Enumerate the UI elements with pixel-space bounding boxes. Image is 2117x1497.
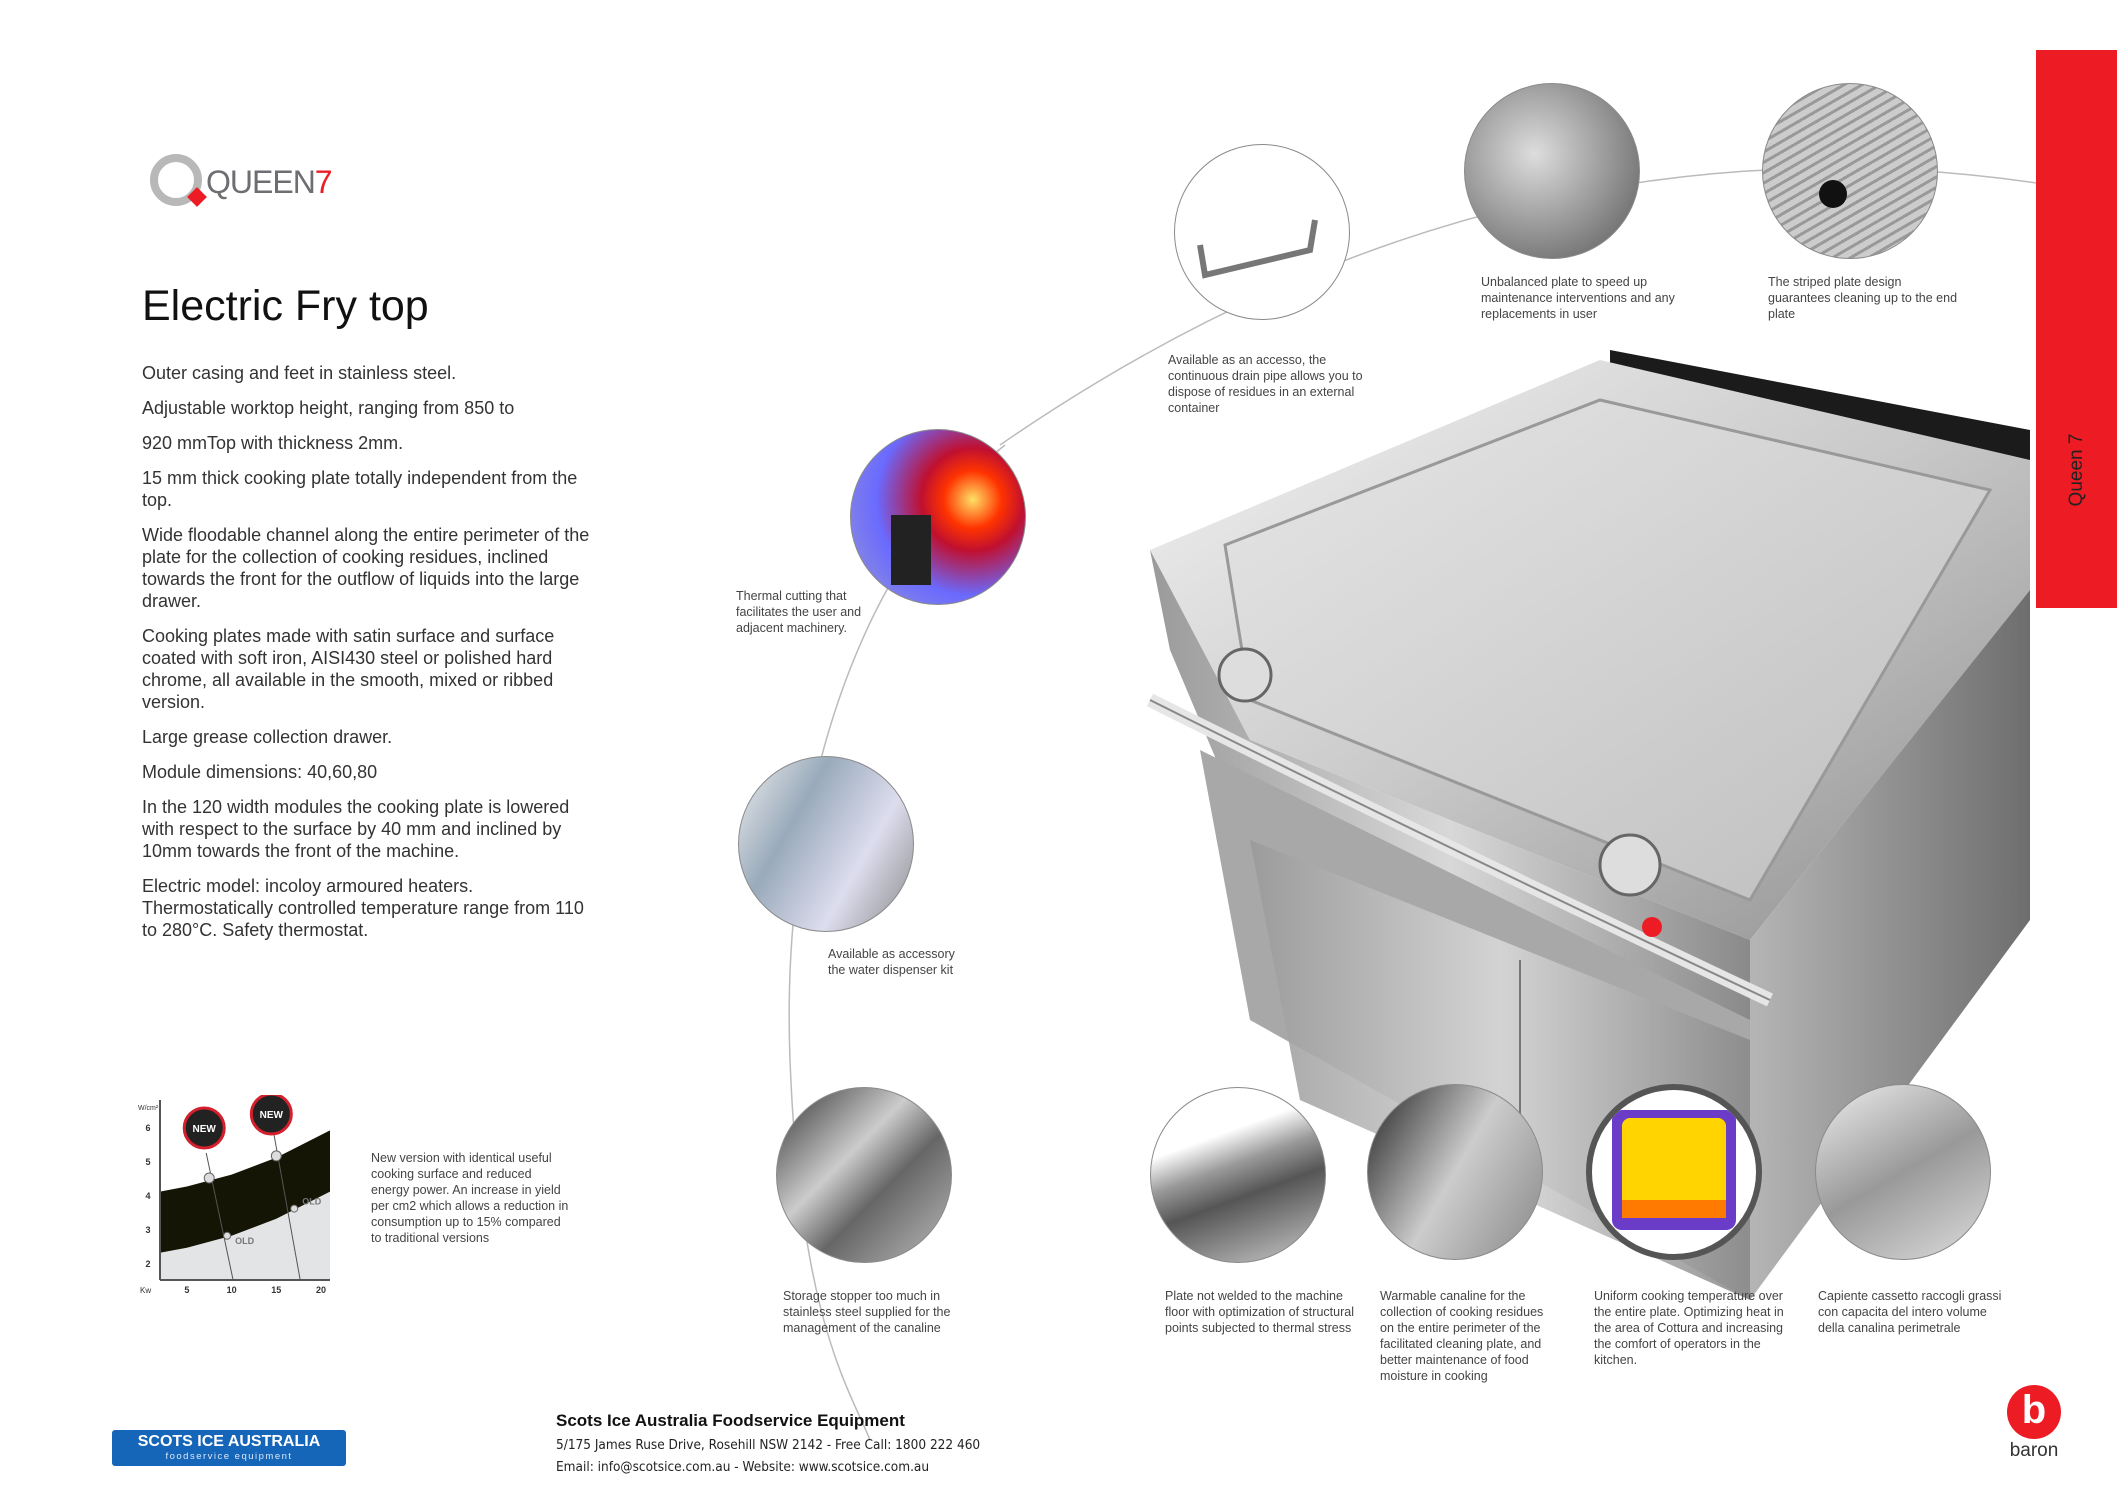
caption-storage-stopper: Storage stopper too much in stainless st… — [783, 1289, 951, 1335]
chart-note: New version with identical useful cookin… — [371, 1151, 569, 1245]
x-axis-label: Kw — [140, 1286, 151, 1295]
storage-stopper-image — [776, 1087, 952, 1263]
baron-icon: b — [2007, 1385, 2061, 1439]
plate-not-welded-image — [1150, 1087, 1326, 1263]
uniform-temp-image — [1586, 1084, 1762, 1260]
new-badge — [249, 1095, 293, 1136]
chart-point — [290, 1204, 299, 1213]
side-tab: Queen 7 — [2036, 50, 2117, 608]
y-tick-label: 3 — [145, 1225, 150, 1235]
desc-line: Cooking plates made with satin surface a… — [142, 626, 555, 712]
scots-logo-title: SCOTS ICE AUSTRALIA — [137, 1433, 321, 1450]
new-badge-label: NEW — [260, 1110, 284, 1121]
queen-q-icon — [150, 154, 207, 207]
desc-line: In the 120 width modules the cooking pla… — [142, 797, 570, 861]
desc-line: Large grease collection drawer. — [142, 727, 393, 747]
scots-logo-sub: foodservice equipment — [165, 1451, 293, 1462]
new-badge — [182, 1106, 226, 1150]
desc-line: Outer casing and feet in stainless steel… — [142, 363, 457, 383]
desc-line: Wide floodable channel along the entire … — [142, 525, 590, 611]
caption-plate-not-welded: Plate not welded to the machine floor wi… — [1165, 1289, 1354, 1335]
chart-point — [270, 1150, 282, 1162]
caption-striped-plate: The striped plate design guarantees clea… — [1768, 275, 1958, 321]
chart-point — [223, 1231, 232, 1240]
logo-text: QUEEN — [206, 164, 316, 200]
chart-old-area — [160, 1191, 330, 1280]
chart-point — [203, 1172, 215, 1184]
caption-thermal-cutting: Thermal cutting that facilitates the use… — [736, 589, 862, 635]
company-contact: Email: info@scotsice.com.au - Website: w… — [556, 1459, 930, 1475]
footer-contact: Scots Ice Australia Foodservice Equipmen… — [556, 1411, 980, 1475]
y-tick-label: 2 — [145, 1259, 150, 1269]
y-axis-label: W/cm² — [138, 1105, 159, 1112]
thermal-cutting-image — [850, 429, 1026, 605]
energy-chart: 2 3 4 5 6 5 10 15 20 Kw W/cm² NEW NEW OLD OLD — [138, 1095, 330, 1295]
queen7-logo: QUEEN7 — [148, 150, 333, 220]
drain-pipe-image — [1174, 144, 1350, 320]
unbalanced-plate-image — [1464, 83, 1640, 259]
desc-line: Module dimensions: 40,60,80 — [142, 762, 378, 782]
company-name: Scots Ice Australia Foodservice Equipmen… — [556, 1411, 905, 1430]
x-tick-label: 15 — [271, 1285, 281, 1295]
caption-unbalanced-plate: Unbalanced plate to speed up maintenance… — [1481, 275, 1675, 321]
water-kit-image — [738, 756, 914, 932]
description: Outer casing and feet in stainless steel… — [142, 362, 602, 954]
caption-drain-pipe: Available as an accesso, the continuous … — [1168, 353, 1363, 415]
desc-line: Electric model: incoloy armoured heaters… — [142, 876, 584, 940]
y-tick-label: 6 — [145, 1123, 150, 1133]
caption-uniform-temp: Uniform cooking temperature over the ent… — [1594, 1289, 1784, 1367]
desc-line: 15 mm thick cooking plate totally indepe… — [142, 468, 578, 510]
logo-number: 7 — [314, 164, 333, 200]
striped-plate-image — [1762, 83, 1938, 259]
x-tick-label: 5 — [184, 1285, 189, 1295]
old-label: OLD — [235, 1236, 254, 1246]
scots-ice-logo: SCOTS ICE AUSTRALIA foodservice equipmen… — [112, 1430, 346, 1466]
caption-grease-drawer: Capiente cassetto raccogli grassi con ca… — [1818, 1289, 2002, 1335]
baron-logo: b baron — [2000, 1385, 2068, 1462]
desc-line: 920 mmTop with thickness 2mm. — [142, 433, 404, 453]
baron-wordmark: baron — [2009, 1440, 2059, 1461]
new-badge-label: NEW — [193, 1124, 217, 1135]
x-tick-label: 20 — [316, 1285, 326, 1295]
x-tick-label: 10 — [227, 1285, 237, 1295]
y-tick-label: 4 — [145, 1191, 150, 1201]
old-label: OLD — [302, 1197, 321, 1207]
caption-water-kit: Available as accessory the water dispens… — [828, 947, 955, 977]
page-title: Electric Fry top — [142, 282, 429, 330]
desc-line: Adjustable worktop height, ranging from … — [142, 398, 515, 418]
chart-band — [160, 1130, 330, 1253]
grease-drawer-image — [1815, 1084, 1991, 1260]
caption-warmable-canaline: Warmable canaline for the collection of … — [1380, 1289, 1544, 1383]
warmable-canaline-image — [1367, 1084, 1543, 1260]
y-tick-label: 5 — [145, 1157, 150, 1167]
company-address: 5/175 James Ruse Drive, Rosehill NSW 214… — [556, 1437, 981, 1453]
